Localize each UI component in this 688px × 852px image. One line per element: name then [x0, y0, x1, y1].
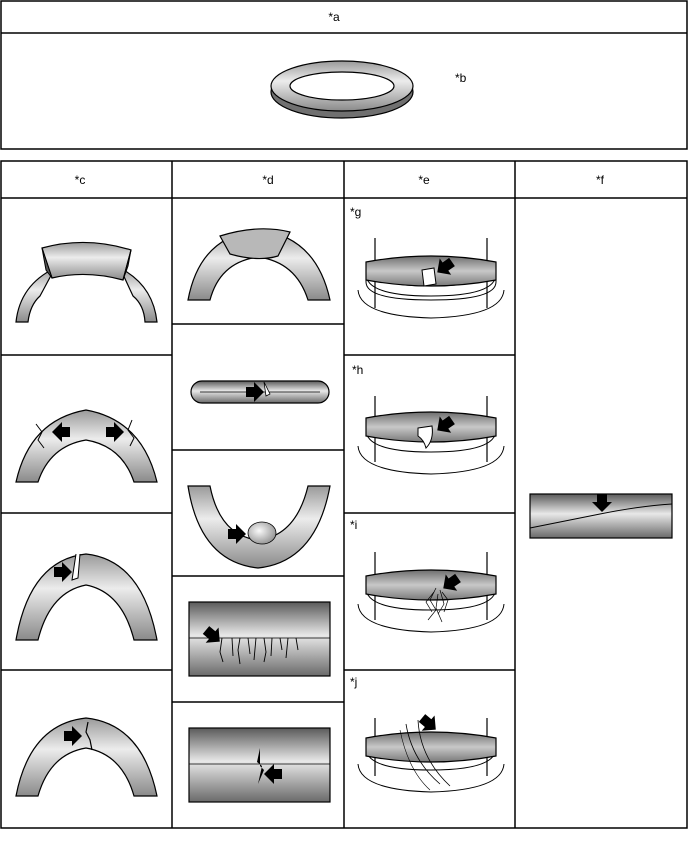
seal-lip-cut-illustration [357, 238, 505, 319]
column-header-c: *c [75, 173, 86, 187]
seal-lip-fraying-illustration [357, 552, 505, 633]
notched-ring-illustration [15, 553, 158, 641]
top-header-label: *a [328, 10, 340, 24]
multi-crack-section-illustration [188, 601, 331, 677]
column-header-f: *f [596, 173, 605, 187]
shaft-scratch-illustration [529, 493, 673, 539]
cell-label-j: *j [350, 675, 357, 689]
column-header-e: *e [418, 173, 430, 187]
chipped-ring-illustration [187, 228, 331, 301]
seal-lip-flap-illustration [357, 396, 505, 475]
broken-ring-illustration [15, 241, 158, 323]
cell-label-h: *h [352, 363, 363, 377]
hairline-crack-ring-illustration [15, 717, 158, 797]
cracked-ring-illustration [15, 409, 158, 483]
split-section-illustration [188, 727, 331, 803]
blistered-ring-illustration [187, 485, 331, 569]
cell-label-g: *g [350, 205, 361, 219]
column-header-d: *d [262, 173, 273, 187]
ring-label: *b [455, 71, 467, 85]
nicked-seal-section-illustration [190, 380, 330, 404]
seal-lip-wear-illustration [357, 710, 505, 793]
main-table-grid [0, 160, 688, 829]
top-table-frame [0, 0, 688, 150]
cell-label-i: *i [350, 518, 357, 532]
oil-seal-ring-illustration [270, 60, 414, 119]
